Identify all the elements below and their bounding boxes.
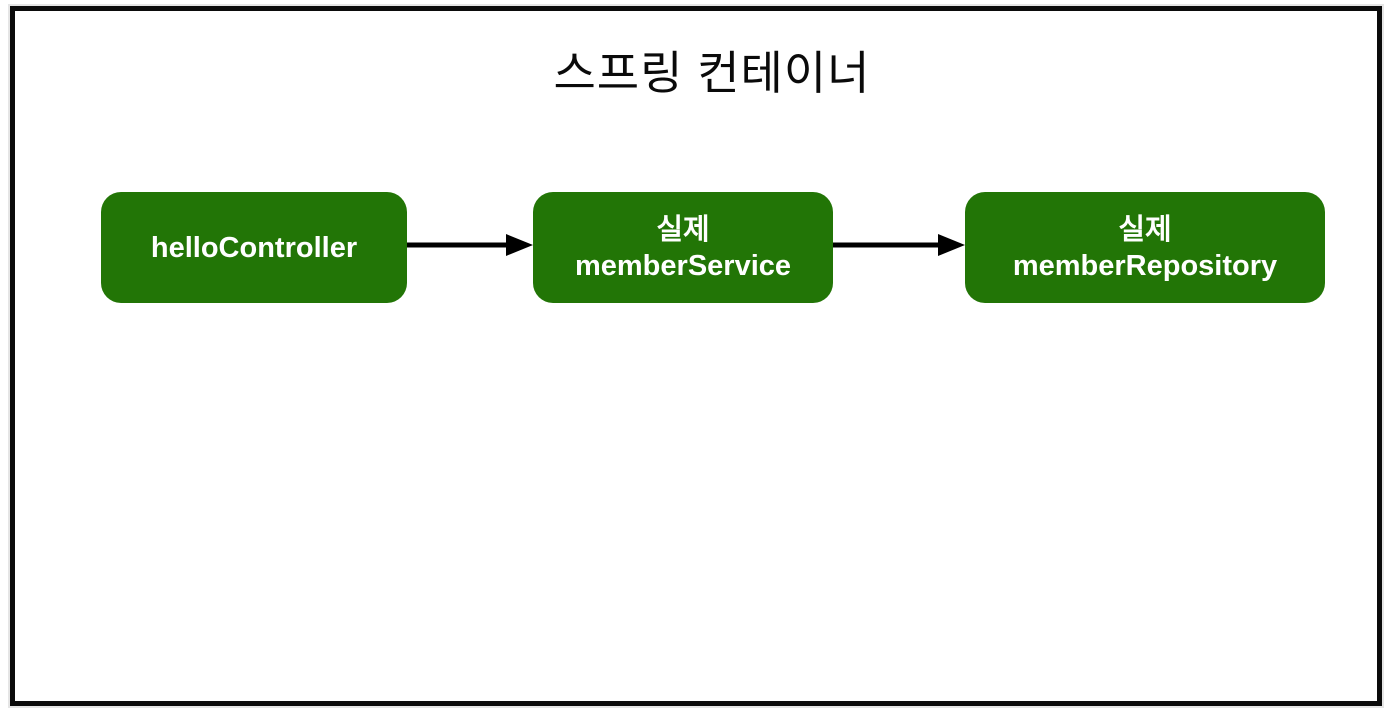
node-memberservice: 실제 memberService <box>533 192 833 303</box>
node-memberservice-label-line1: 실제 <box>656 213 710 246</box>
node-memberrepository-label-line1: 실제 <box>1118 213 1172 246</box>
node-memberservice-label-line2: memberService <box>574 249 792 282</box>
arrow-right-icon <box>833 234 965 256</box>
node-memberrepository: 실제 memberRepository <box>965 192 1325 303</box>
node-memberrepository-label-line2: memberRepository <box>1012 249 1278 282</box>
diagram-frame: 스프링 컨테이너 helloController 실제 memberServic… <box>10 6 1382 706</box>
arrow-right-icon <box>407 234 533 256</box>
node-hellocontroller: helloController <box>101 192 407 303</box>
node-hellocontroller-label: helloController <box>150 231 358 264</box>
diagram-title: 스프링 컨테이너 <box>553 47 871 99</box>
